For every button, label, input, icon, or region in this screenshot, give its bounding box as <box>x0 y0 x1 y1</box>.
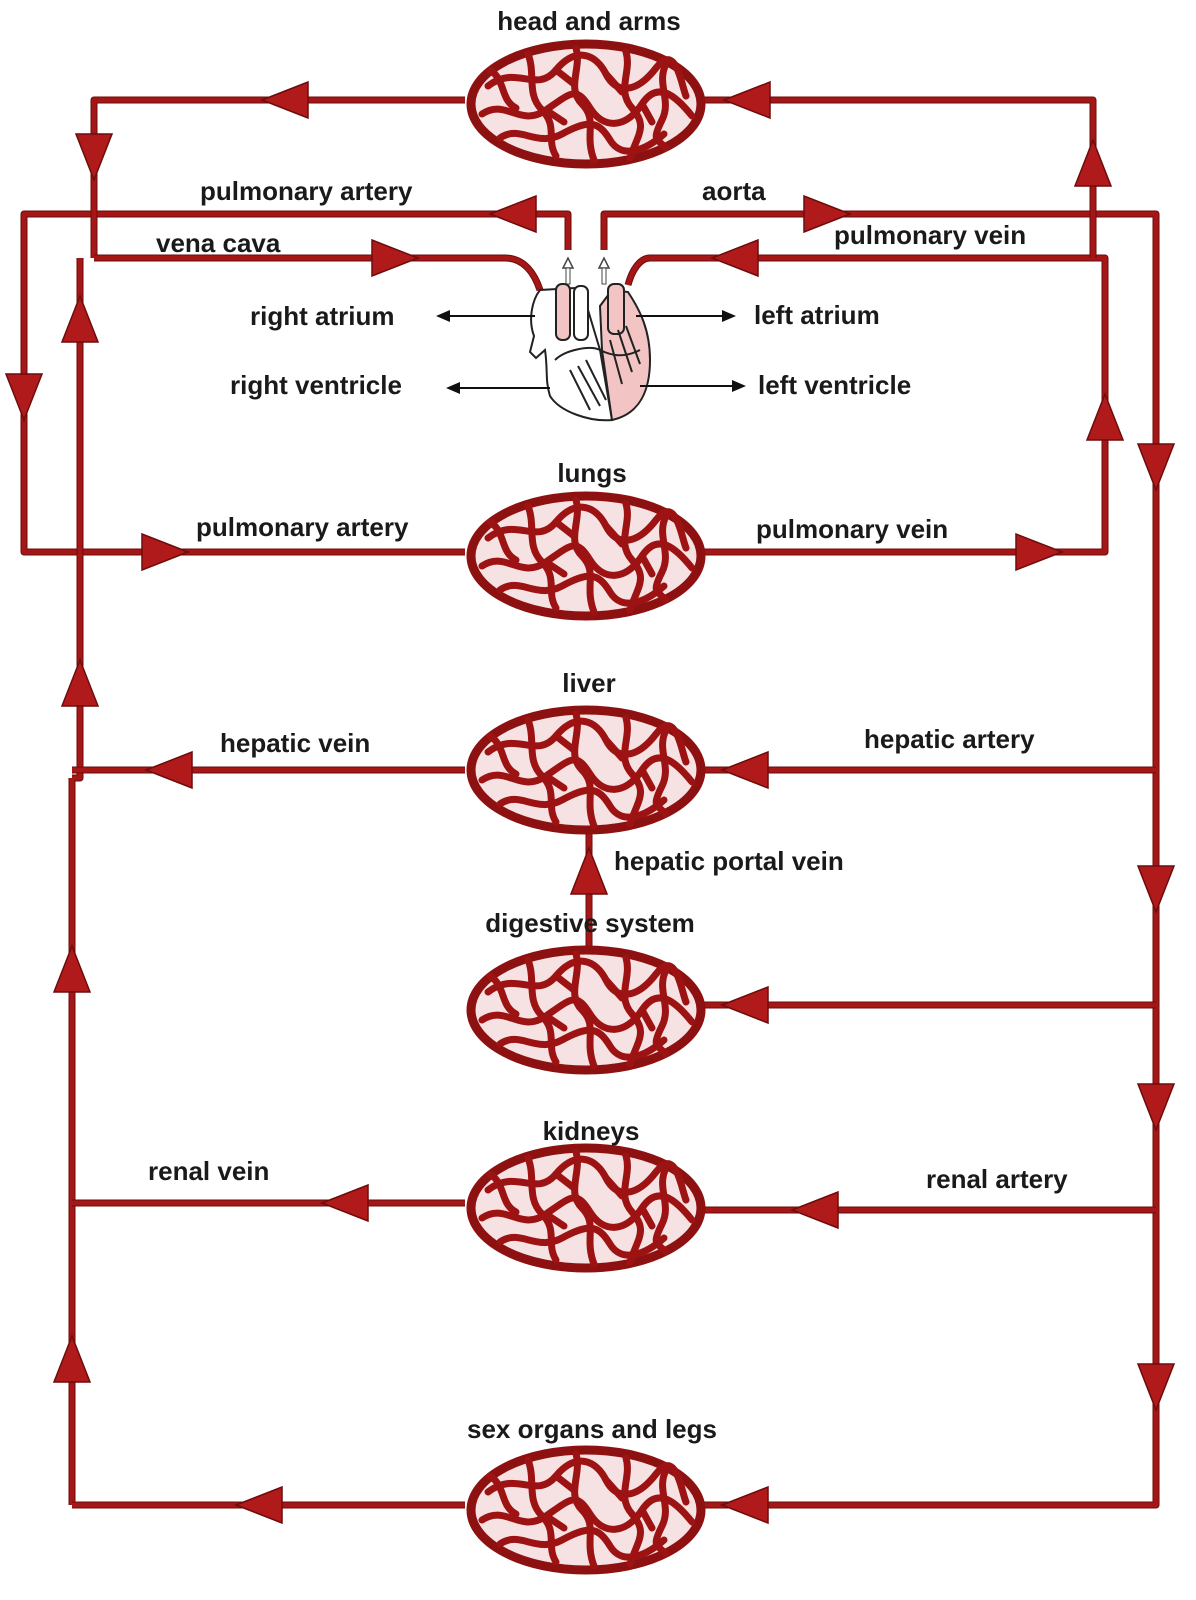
arrow-hepatic-artery <box>719 750 769 790</box>
label-renal-artery: renal artery <box>926 1164 1068 1194</box>
label-right-atrium: right atrium <box>250 301 394 331</box>
capillary-bed-kidneys <box>471 1148 701 1268</box>
capillary-bed-legs <box>471 1450 701 1570</box>
label-pulmonary-vein-top: pulmonary vein <box>834 220 1026 250</box>
label-hepatic-artery: hepatic artery <box>864 724 1035 754</box>
arrow-up-head-right <box>1073 137 1113 187</box>
arrow-digestive-artery <box>719 985 769 1025</box>
arrow-pulm-left-down <box>4 373 44 423</box>
capillary-bed-lungs <box>471 496 701 616</box>
arrow-vc-up-2 <box>60 657 100 707</box>
arrow-aorta-down-3 <box>1136 1083 1176 1133</box>
capillary-bed-digestive <box>471 950 701 1070</box>
arrow-pulm-vein-top <box>709 238 759 278</box>
label-pulmonary-artery-lungs: pulmonary artery <box>196 512 409 542</box>
arrow-legs-artery <box>719 1485 769 1525</box>
label-renal-vein: renal vein <box>148 1156 269 1186</box>
arrow-aorta-down-2 <box>1136 865 1176 915</box>
arrow-pulm-vein-up <box>1085 391 1125 441</box>
flow-arrows <box>4 80 1176 1525</box>
arrow-up-left-2 <box>52 943 92 993</box>
label-sex-organs-and-legs: sex organs and legs <box>467 1414 717 1444</box>
label-aorta: aorta <box>702 176 766 206</box>
arrow-portal-vein <box>569 845 609 895</box>
arrow-legs-vein <box>233 1485 283 1525</box>
label-kidneys: kidneys <box>543 1116 640 1146</box>
arrow-vc-up-1 <box>60 293 100 343</box>
arrow-aorta-down-1 <box>1136 443 1176 493</box>
label-hepatic-portal-vein: hepatic portal vein <box>614 846 844 876</box>
arrow-up-left-3 <box>52 1333 92 1383</box>
label-liver: liver <box>562 668 616 698</box>
label-vena-cava: vena cava <box>156 228 281 258</box>
label-pulmonary-vein-lungs: pulmonary vein <box>756 514 948 544</box>
label-right-ventricle: right ventricle <box>230 370 402 400</box>
arrow-head-return <box>259 80 309 120</box>
capillary-bed-liver <box>471 710 701 830</box>
arrow-aorta <box>803 194 853 234</box>
arrow-renal-artery <box>789 1190 839 1230</box>
label-digestive-system: digestive system <box>485 908 695 938</box>
arrow-head-in <box>721 80 771 120</box>
heart-pointers <box>436 310 746 394</box>
arrow-vena-cava <box>371 238 421 278</box>
label-left-atrium: left atrium <box>754 300 880 330</box>
label-head-and-arms: head and arms <box>497 6 681 36</box>
arrow-hepatic-vein <box>143 750 193 790</box>
arrow-pulm-artery-top <box>487 194 537 234</box>
label-lungs: lungs <box>557 458 626 488</box>
heart-icon <box>528 256 652 422</box>
arrow-pulm-artery-lungs <box>141 532 191 572</box>
label-pulmonary-artery-top: pulmonary artery <box>200 176 413 206</box>
arrow-aorta-down-4 <box>1136 1363 1176 1413</box>
capillary-bed-head <box>471 44 701 164</box>
label-hepatic-vein: hepatic vein <box>220 728 370 758</box>
arrow-down-left <box>74 133 114 183</box>
label-left-ventricle: left ventricle <box>758 370 911 400</box>
arrow-renal-vein <box>319 1183 369 1223</box>
arrow-pulm-vein-lungs <box>1015 532 1065 572</box>
